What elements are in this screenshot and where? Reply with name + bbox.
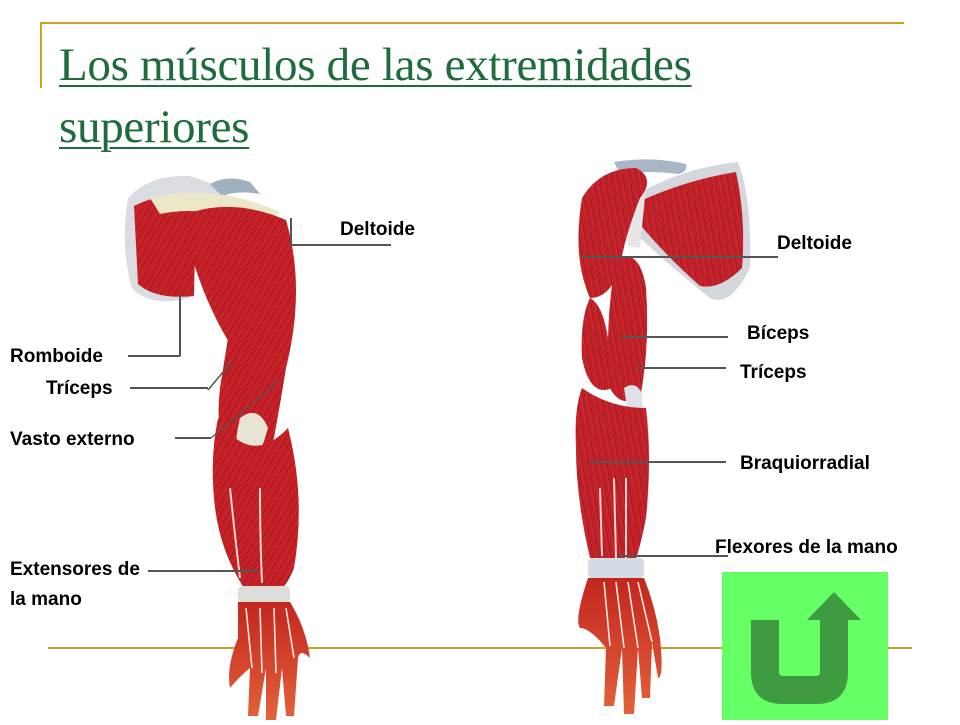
label-left-deltoide: Deltoide	[340, 219, 415, 240]
right-arm-illustration	[575, 159, 751, 714]
bottom-accent-rule	[48, 647, 912, 649]
leader-left-deltoide	[291, 244, 391, 246]
return-button[interactable]	[722, 572, 888, 720]
label-left-vasto-externo: Vasto externo	[10, 429, 135, 450]
leader-left-extensores	[148, 570, 258, 572]
leader-left-vasto-externo	[175, 437, 211, 439]
label-right-triceps: Tríceps	[740, 362, 807, 383]
leader-left-romboide	[128, 355, 180, 357]
u-turn-arrow-icon	[751, 592, 861, 704]
left-accent-rule	[40, 22, 42, 88]
label-right-biceps: Bíceps	[747, 323, 810, 344]
leader-right-triceps	[638, 367, 726, 369]
label-right-flexores: Flexores de la mano	[715, 537, 898, 558]
leader-left-triceps	[130, 387, 208, 389]
leader-left-deltoide-v	[290, 218, 292, 245]
left-arm-illustration	[124, 175, 310, 720]
label-right-deltoide: Deltoide	[777, 233, 852, 254]
label-left-extensores-1: Extensores de	[10, 559, 140, 580]
leader-right-deltoide	[582, 256, 778, 258]
leader-right-biceps	[622, 336, 728, 338]
leader-right-flexores	[618, 555, 728, 557]
label-left-romboide: Romboide	[10, 346, 103, 367]
label-right-braquiorradial: Braquiorradial	[740, 453, 870, 474]
slide-title[interactable]: Los músculos de las extremidades superio…	[59, 39, 692, 153]
leader-left-romboide-v	[179, 295, 181, 356]
top-accent-rule	[40, 22, 904, 24]
leader-right-braquiorradial	[590, 461, 726, 463]
label-left-triceps: Tríceps	[46, 378, 113, 399]
label-left-extensores-2: la mano	[10, 589, 82, 610]
